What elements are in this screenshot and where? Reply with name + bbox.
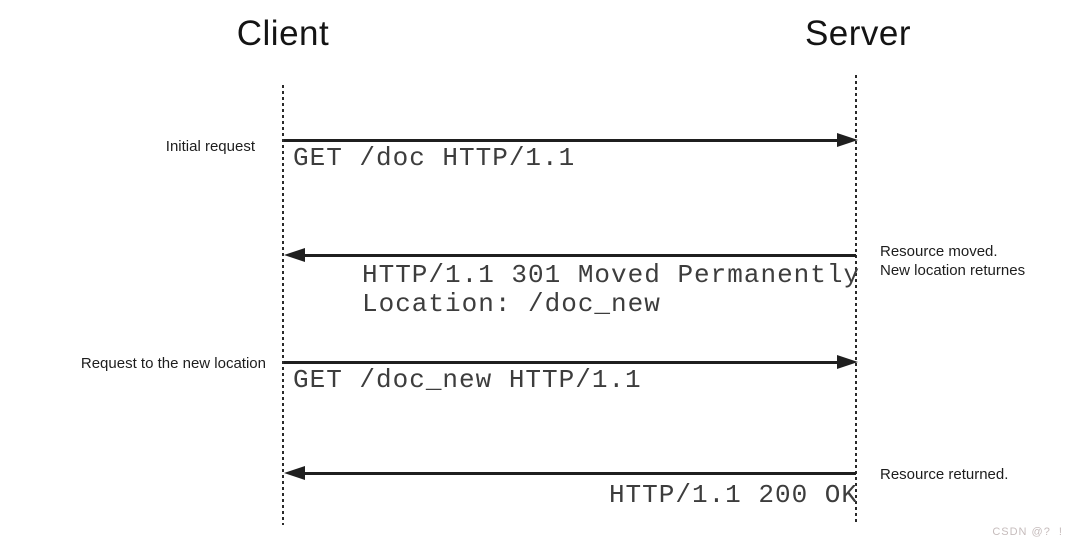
flow1-arrow-line [284, 139, 840, 142]
flow2-message: HTTP/1.1 301 Moved Permanently Location:… [362, 261, 860, 319]
flow4-message: HTTP/1.1 200 OK [608, 480, 858, 510]
flow2-arrow-line [302, 254, 856, 257]
flow2-message-line1: HTTP/1.1 301 Moved Permanently [362, 260, 861, 290]
flow4-right-note: Resource returned. [880, 466, 1009, 483]
flow1-arrowhead-right-icon [837, 133, 858, 147]
flow2-right-note-line2: New location returnes [880, 262, 1026, 279]
flow1-message: GET /doc HTTP/1.1 [293, 143, 576, 173]
watermark: CSDN @? ! [992, 526, 1063, 538]
flow3-message: GET /doc_new HTTP/1.1 [293, 365, 642, 395]
flow2-right-note: Resource moved. New location returnes [880, 242, 1025, 280]
server-lifeline [855, 75, 857, 523]
flow3-left-note: Request to the new location [80, 355, 266, 372]
flow3-arrowhead-right-icon [837, 355, 858, 369]
flow3-arrow-line [284, 361, 840, 364]
flow1-left-note: Initial request [165, 138, 255, 155]
flow4-arrowhead-left-icon [284, 466, 305, 480]
flow2-message-line2: Location: /doc_new [362, 289, 661, 319]
flow4-arrow-line [302, 472, 856, 475]
client-lifeline [282, 85, 284, 525]
flow2-right-note-line1: Resource moved. [880, 243, 998, 260]
server-title: Server [804, 14, 912, 53]
flow2-arrowhead-left-icon [284, 248, 305, 262]
client-title: Client [236, 14, 330, 53]
